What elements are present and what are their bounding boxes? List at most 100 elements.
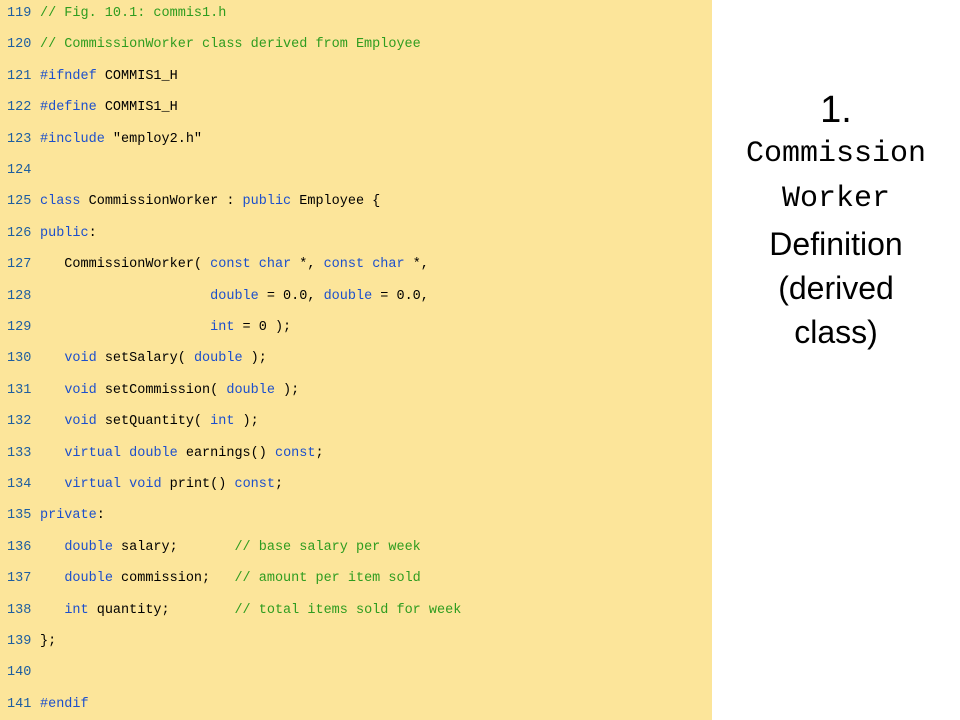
code-text: }; (40, 632, 56, 652)
code-token-keyword: class (40, 194, 81, 210)
code-text: #endif (40, 695, 89, 715)
code-token-comment: // Fig. 10.1: commis1.h (40, 6, 227, 21)
code-token-comment: // amount per item sold (234, 571, 421, 587)
code-token-comment: // base salary per week (234, 539, 421, 555)
code-token-keyword: char (372, 257, 405, 273)
line-number: 139 (7, 634, 32, 649)
title-code-word-2: Worker (781, 182, 891, 216)
line-number: 133 (7, 445, 32, 461)
code-token-comment: // CommissionWorker class derived from E… (40, 37, 421, 53)
code-token-plain (40, 477, 64, 492)
code-text: CommissionWorker( const char *, const ch… (40, 255, 429, 275)
line-number: 134 (7, 477, 32, 492)
line-number: 135 (7, 508, 32, 524)
code-text: class CommissionWorker : public Employee… (40, 192, 380, 212)
code-token-plain: quantity; (88, 602, 235, 618)
code-token-keyword: int (210, 414, 235, 430)
code-token-plain (121, 477, 129, 492)
code-text: #ifndef COMMIS1_H (40, 67, 178, 87)
line-number: 123 (7, 131, 32, 147)
code-token-plain: print() (161, 477, 235, 492)
code-token-plain (40, 320, 210, 335)
code-text: void setQuantity( int ); (40, 412, 259, 432)
title-number: 1. (820, 89, 852, 131)
code-token-keyword: int (64, 602, 89, 618)
code-text: double commission; // amount per item so… (40, 569, 421, 589)
line-number: 127 (7, 257, 32, 273)
code-token-plain (40, 571, 64, 586)
code-token-plain: "employ2.h" (104, 131, 203, 147)
line-number: 124 (7, 163, 32, 178)
line-number: 120 (7, 37, 32, 53)
code-token-plain (40, 351, 64, 366)
code-token-plain (40, 603, 64, 618)
line-number: 122 (7, 100, 32, 116)
code-token-keyword: double (323, 288, 373, 304)
code-token-keyword: double (64, 571, 113, 587)
code-text: private: (40, 506, 105, 526)
code-text: virtual void print() const; (40, 475, 283, 495)
code-token-plain: *, (291, 257, 324, 273)
code-token-plain: = 0.0, (258, 288, 324, 304)
code-token-plain (40, 414, 64, 429)
code-token-plain: salary; (112, 539, 235, 555)
code-token-keyword: double (64, 539, 113, 555)
code-text: public: (40, 224, 97, 244)
code-token-keyword: double (210, 288, 259, 304)
code-text: virtual double earnings() const; (40, 444, 324, 464)
line-number: 121 (7, 68, 32, 84)
line-number: 130 (7, 351, 32, 367)
code-token-plain: = 0 ); (234, 320, 292, 335)
code-token-plain: COMMIS1_H (96, 100, 178, 116)
code-token-plain (40, 383, 64, 398)
code-token-plain: ); (274, 382, 300, 398)
code-token-keyword: double (129, 445, 178, 461)
code-token-keyword: private (40, 508, 97, 524)
code-token-plain: *, (404, 257, 429, 273)
line-number: 141 (7, 696, 32, 712)
code-token-keyword: #define (40, 100, 97, 116)
code-token-plain (40, 446, 64, 461)
title-text-line-1: Definition (769, 226, 903, 262)
code-token-keyword: const (323, 257, 365, 273)
code-token-plain (40, 540, 64, 555)
line-number: 136 (7, 539, 32, 555)
code-token-plain: ); (234, 414, 259, 430)
code-token-keyword: const (234, 477, 275, 492)
line-number: 128 (7, 288, 32, 304)
code-token-plain: setQuantity( (96, 414, 211, 430)
code-token-plain (40, 289, 210, 304)
code-token-keyword: double (226, 382, 275, 398)
code-token-keyword: virtual (64, 477, 122, 492)
code-text: double = 0.0, double = 0.0, (40, 287, 429, 307)
code-token-plain: : (96, 508, 105, 524)
code-token-plain: : (88, 225, 97, 241)
code-token-plain: ; (274, 477, 284, 492)
line-number: 138 (7, 602, 32, 618)
title-text-line-2: (derived (778, 270, 894, 306)
code-token-keyword: const (274, 445, 316, 461)
title-code-word-1: Commission (745, 137, 927, 171)
code-text: // Fig. 10.1: commis1.h (40, 4, 226, 24)
code-text: #define COMMIS1_H (40, 98, 178, 118)
line-number: 126 (7, 225, 32, 241)
code-token-keyword: #endif (40, 696, 89, 712)
code-text: void setSalary( double ); (40, 349, 267, 369)
code-token-keyword: void (64, 382, 97, 398)
line-number: 131 (7, 382, 32, 398)
code-token-comment: // total items sold for week (234, 602, 462, 618)
code-token-plain: ); (242, 351, 267, 367)
code-token-plain: ; (315, 445, 324, 461)
code-text: double salary; // base salary per week (40, 538, 421, 558)
code-token-keyword: double (193, 351, 243, 367)
line-number: 129 (7, 320, 32, 335)
line-number: 140 (7, 665, 32, 681)
title-text-line-3: class) (794, 314, 878, 350)
code-token-plain: COMMIS1_H (96, 68, 178, 84)
code-text: // CommissionWorker class derived from E… (40, 35, 421, 55)
code-token-keyword: #include (40, 131, 105, 147)
code-token-plain: CommissionWorker : (80, 194, 243, 210)
code-token-keyword: const (210, 257, 251, 273)
code-token-plain: CommissionWorker( (40, 257, 211, 273)
